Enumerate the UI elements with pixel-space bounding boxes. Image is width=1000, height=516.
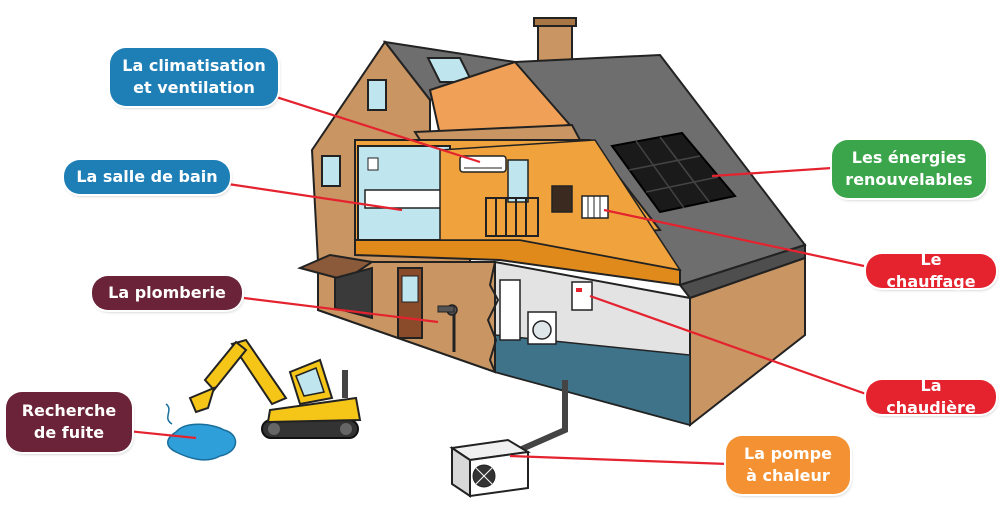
water-puddle-icon xyxy=(165,403,237,461)
label-recherche-fuite[interactable]: Recherche de fuite xyxy=(6,392,132,452)
label-chauffage-text: Le chauffage xyxy=(886,250,976,291)
label-energies[interactable]: Les énergies renouvelables xyxy=(832,140,986,198)
faucet-icon xyxy=(437,304,458,352)
label-chauffage[interactable]: Le chauffage xyxy=(866,250,996,291)
heat-pump-unit-icon xyxy=(449,438,531,498)
label-plomberie-text: La plomberie xyxy=(108,283,226,302)
label-chaudiere-text: La chaudière xyxy=(886,376,976,417)
label-recherche-fuite-text: Recherche de fuite xyxy=(21,401,117,442)
washing-machine-icon xyxy=(527,311,557,345)
boiler-icon xyxy=(571,281,593,311)
excavator-icon xyxy=(188,338,362,439)
label-pompe-text: La pompe à chaleur xyxy=(744,444,832,485)
solar-panel-icon xyxy=(610,131,737,214)
label-climatisation[interactable]: La climatisation et ventilation xyxy=(110,48,278,106)
label-pompe[interactable]: La pompe à chaleur xyxy=(726,436,850,494)
label-energies-text: Les énergies renouvelables xyxy=(845,148,973,189)
radiator-icon xyxy=(581,195,609,219)
label-chaudiere[interactable]: La chaudière xyxy=(866,376,996,417)
label-salle-de-bain-text: La salle de bain xyxy=(76,167,218,186)
label-climatisation-text: La climatisation et ventilation xyxy=(122,56,266,97)
label-plomberie[interactable]: La plomberie xyxy=(92,276,242,310)
label-salle-de-bain[interactable]: La salle de bain xyxy=(64,160,230,194)
